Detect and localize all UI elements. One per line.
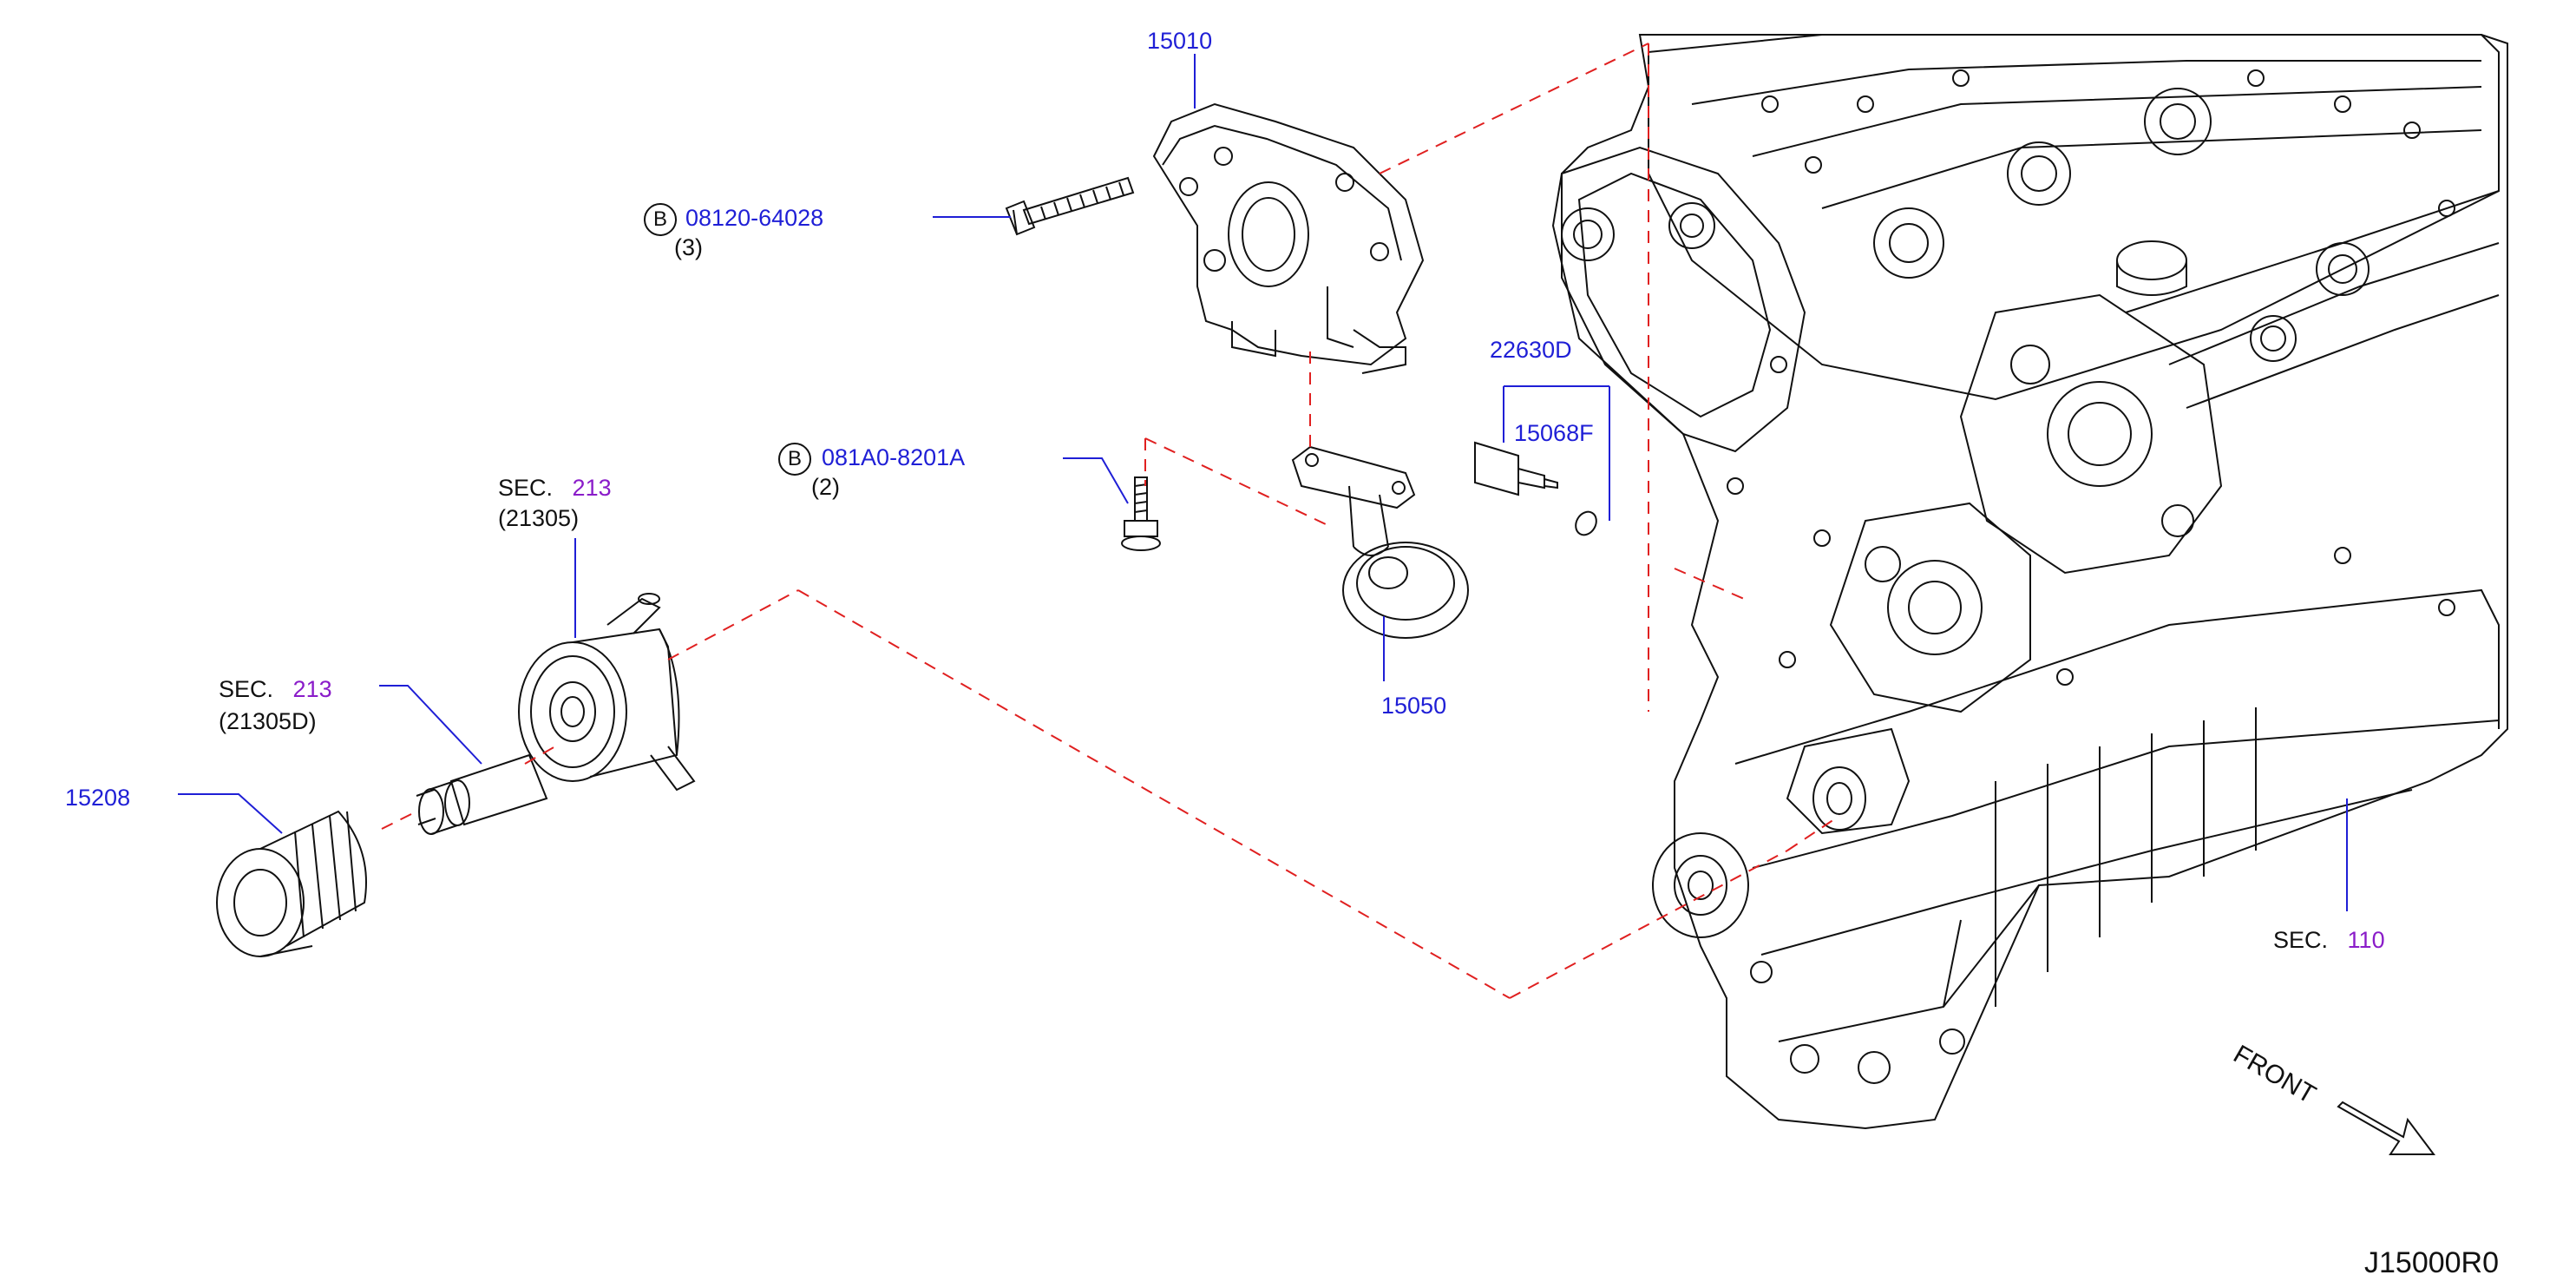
strainer-part-number: 15050 bbox=[1381, 693, 1447, 719]
bolt-b-quantity: (2) bbox=[811, 474, 840, 500]
strainer-bolt bbox=[1121, 476, 1161, 551]
cooler-sub-number: (21305) bbox=[498, 505, 580, 531]
assembly-guide-lines bbox=[381, 43, 1840, 999]
engine-block bbox=[1551, 34, 2508, 1130]
oil-pump-part-number: 15010 bbox=[1147, 28, 1213, 54]
oil-pressure-sensor-part bbox=[1474, 441, 1597, 536]
bolt-a-part-number: 08120-64028 bbox=[685, 205, 824, 231]
leader-lines bbox=[178, 54, 2348, 911]
cooler-section-label: SEC. 213 bbox=[498, 475, 612, 501]
oil-pump-bolt bbox=[1005, 176, 1135, 236]
block-section-label: SEC. 110 bbox=[2273, 927, 2385, 953]
bolt-b-marker: B bbox=[778, 443, 811, 476]
filter-part-number: 15208 bbox=[65, 785, 131, 811]
connector-sub-number: (21305D) bbox=[219, 708, 317, 734]
oil-cooler-part bbox=[518, 593, 696, 792]
diagram-code: J15000R0 bbox=[2364, 1246, 2500, 1279]
bolt-a-quantity: (3) bbox=[674, 234, 703, 260]
oil-pump-part bbox=[1152, 102, 1425, 374]
cooler-connector-part bbox=[416, 753, 548, 835]
sensor-part-number: 22630D bbox=[1490, 337, 1572, 363]
front-arrow-icon bbox=[2337, 1101, 2435, 1155]
oil-filter-part bbox=[216, 810, 367, 957]
bolt-a-marker: B bbox=[644, 203, 677, 236]
bolt-b-part-number: 081A0-8201A bbox=[822, 444, 966, 470]
oring-part-number: 15068F bbox=[1514, 420, 1594, 446]
connector-section-label: SEC. 213 bbox=[219, 676, 332, 702]
oil-strainer-part bbox=[1291, 445, 1469, 639]
